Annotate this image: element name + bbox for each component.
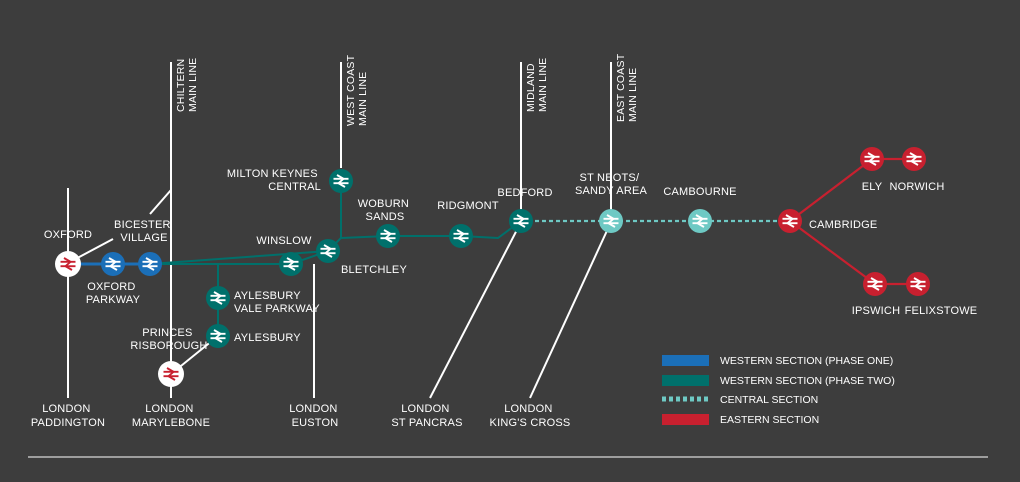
legend-swatch-western-two xyxy=(662,375,709,386)
marylebone-label: LONDON MARYLEBONE xyxy=(132,403,210,429)
woburn-sands-label: WOBURN SANDS xyxy=(358,198,413,223)
st-pancras-label: LONDON ST PANCRAS xyxy=(391,403,462,429)
midland-line-label: MIDLAND MAIN LINE xyxy=(525,58,549,112)
chiltern-line-label: CHILTERN MAIN LINE xyxy=(175,56,199,112)
winslow-label: WINSLOW xyxy=(256,235,312,247)
felixstowe-label: FELIXSTOWE xyxy=(905,305,978,317)
legend-label-central: CENTRAL SECTION xyxy=(720,394,818,406)
west-coast-line-label: WEST COAST MAIN LINE xyxy=(345,52,369,126)
legend: WESTERN SECTION (PHASE ONE) WESTERN SECT… xyxy=(662,355,895,426)
oxford-label: OXFORD xyxy=(44,229,92,241)
cambourne-station-icon[interactable] xyxy=(688,209,712,233)
station-labels: OXFORD OXFORD PARKWAY BICESTER VILLAGE P… xyxy=(44,168,977,352)
bedford-label: BEDFORD xyxy=(497,187,552,199)
bletchley-label: BLETCHLEY xyxy=(341,264,407,276)
ely-label: ELY xyxy=(862,181,883,193)
st-neots-station-icon[interactable] xyxy=(599,209,623,233)
existing-lines xyxy=(67,62,612,399)
ridgmont-station-icon[interactable] xyxy=(449,224,473,248)
legend-swatch-western-one xyxy=(662,355,709,366)
cambridge-label: CAMBRIDGE xyxy=(809,219,877,231)
ely-station-icon[interactable] xyxy=(860,147,884,171)
bicester-village-station-icon[interactable] xyxy=(138,252,162,276)
station-markers xyxy=(55,147,930,387)
main-line-labels: CHILTERN MAIN LINE WEST COAST MAIN LINE … xyxy=(175,51,639,126)
legend-swatch-eastern xyxy=(662,414,709,425)
ipswich-station-icon[interactable] xyxy=(863,272,887,296)
kings-cross-label: LONDON KING'S CROSS xyxy=(490,403,571,429)
termini-labels: LONDON PADDINGTON LONDON MARYLEBONE LOND… xyxy=(31,403,571,429)
marylebone-station-icon[interactable] xyxy=(158,361,184,387)
bicester-village-label: BICESTER VILLAGE xyxy=(114,219,174,244)
aylesbury-station-icon[interactable] xyxy=(206,324,230,348)
legend-label-western-one: WESTERN SECTION (PHASE ONE) xyxy=(720,355,893,367)
woburn-sands-station-icon[interactable] xyxy=(376,224,400,248)
bedford-station-icon[interactable] xyxy=(509,209,533,233)
norwich-label: NORWICH xyxy=(890,181,945,193)
euston-label: LONDON EUSTON xyxy=(289,403,341,429)
oxford-parkway-station-icon[interactable] xyxy=(101,252,125,276)
legend-label-western-two: WESTERN SECTION (PHASE TWO) xyxy=(720,375,895,387)
chiltern-link-line xyxy=(149,189,172,215)
princes-risborough-label: PRINCES RISBOROUGH xyxy=(130,327,207,352)
norwich-station-icon[interactable] xyxy=(902,147,926,171)
felixstowe-station-icon[interactable] xyxy=(906,272,930,296)
paddington-label: LONDON PADDINGTON xyxy=(31,403,105,429)
ipswich-label: IPSWICH xyxy=(852,305,900,317)
milton-keynes-label: MILTON KEYNES CENTRAL xyxy=(227,168,321,193)
ridgmont-label: RIDGMONT xyxy=(437,200,499,212)
legend-label-eastern: EASTERN SECTION xyxy=(720,414,819,426)
kings-cross-line xyxy=(529,221,612,399)
aylesbury-vale-parkway-label: AYLESBURY VALE PARKWAY xyxy=(234,290,320,315)
st-pancras-line xyxy=(429,221,522,399)
st-neots-label: ST NEOTS/ SANDY AREA xyxy=(575,172,648,197)
winslow-station-icon[interactable] xyxy=(279,252,303,276)
aylesbury-label: AYLESBURY xyxy=(234,332,301,344)
cambourne-label: CAMBOURNE xyxy=(663,186,736,198)
cambridge-station-icon[interactable] xyxy=(778,209,802,233)
bletchley-station-icon[interactable] xyxy=(316,239,340,263)
east-coast-line-label: EAST COAST MAIN LINE xyxy=(615,51,639,122)
aylesbury-vale-parkway-station-icon[interactable] xyxy=(206,286,230,310)
oxford-parkway-label: OXFORD PARKWAY xyxy=(86,281,141,306)
milton-keynes-station-icon[interactable] xyxy=(329,169,353,193)
oxford-station-icon[interactable] xyxy=(55,251,81,277)
